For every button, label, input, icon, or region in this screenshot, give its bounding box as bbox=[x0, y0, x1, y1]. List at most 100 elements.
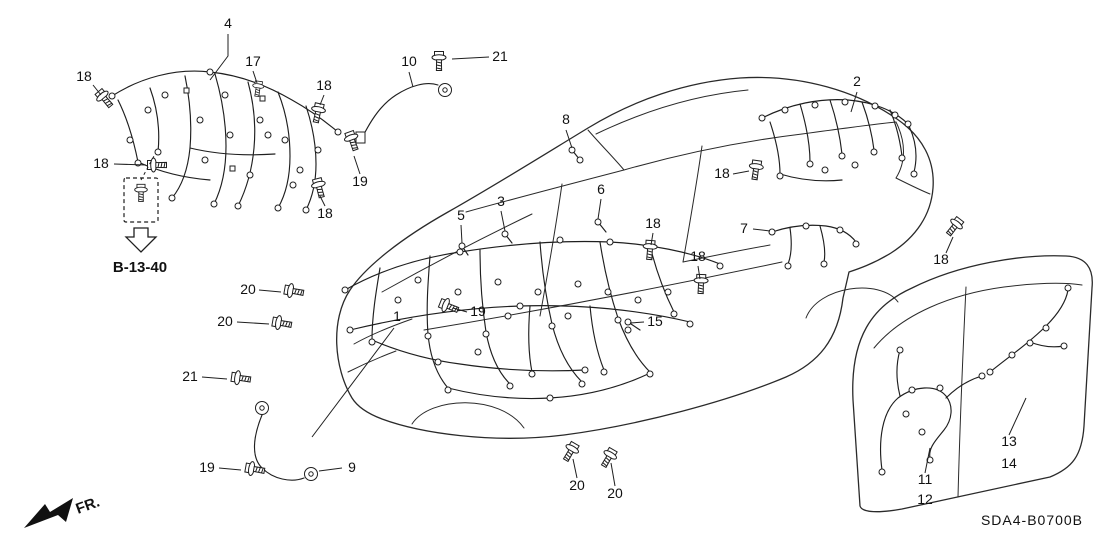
leader-line bbox=[311, 327, 395, 438]
leader-line bbox=[452, 307, 468, 313]
leader-line bbox=[318, 467, 343, 472]
callout-label-21: 21 bbox=[492, 48, 508, 64]
bolt-icon bbox=[243, 460, 267, 479]
bolt-icon bbox=[641, 239, 659, 261]
bolt-icon bbox=[282, 282, 306, 301]
leader-line bbox=[500, 210, 506, 232]
callout-label-20: 20 bbox=[607, 485, 623, 501]
leader-line bbox=[572, 458, 578, 479]
callout-label-18: 18 bbox=[645, 215, 661, 231]
leader-line bbox=[752, 228, 771, 232]
leader-line bbox=[353, 155, 361, 175]
leader-line bbox=[850, 91, 858, 113]
leader-line bbox=[1008, 397, 1027, 436]
leader-line bbox=[460, 224, 463, 244]
bolt-icon bbox=[230, 369, 252, 387]
leader-line bbox=[92, 84, 102, 96]
leader-line bbox=[319, 195, 326, 207]
leader-line bbox=[258, 289, 282, 293]
callout-label-6: 6 bbox=[597, 181, 605, 197]
callout-label-18: 18 bbox=[690, 248, 706, 264]
leader-line bbox=[597, 198, 602, 220]
callout-label-12: 12 bbox=[917, 491, 933, 507]
callout-label-9: 9 bbox=[348, 459, 356, 475]
leader-line bbox=[565, 129, 573, 149]
callout-label-18: 18 bbox=[93, 155, 109, 171]
bolt-icon bbox=[559, 439, 582, 465]
callout-label-5: 5 bbox=[457, 207, 465, 223]
ground-cable-9 bbox=[253, 401, 318, 481]
rear-harness bbox=[758, 98, 918, 182]
callout-label-19: 19 bbox=[352, 173, 368, 189]
callout-label-2: 2 bbox=[853, 73, 861, 89]
callout-label-20: 20 bbox=[240, 281, 256, 297]
leader-line bbox=[945, 236, 954, 254]
leader-line bbox=[113, 163, 147, 166]
door-harness-11-12 bbox=[878, 346, 986, 476]
down-arrow-icon bbox=[124, 227, 158, 253]
leader-line bbox=[236, 321, 270, 325]
ref-dashed-box bbox=[123, 177, 159, 223]
ref-block: B-13-40 bbox=[113, 155, 167, 276]
leader-line bbox=[451, 56, 490, 60]
rear-harness-connectors bbox=[758, 98, 918, 180]
floor-harness-connectors bbox=[341, 146, 724, 402]
branch-harness-7 bbox=[768, 222, 860, 270]
callout-label-19: 19 bbox=[470, 303, 486, 319]
bolt-icon bbox=[134, 183, 148, 202]
ground-cable-10 bbox=[355, 83, 452, 144]
rear-panel-outline bbox=[852, 255, 1093, 513]
callout-label-3: 3 bbox=[497, 193, 505, 209]
bolt-icon bbox=[597, 445, 620, 471]
leader-line bbox=[732, 170, 750, 175]
callout-label-18: 18 bbox=[714, 165, 730, 181]
callout-label-17: 17 bbox=[245, 53, 261, 69]
leader-line bbox=[201, 376, 228, 380]
leader-line bbox=[924, 447, 931, 474]
screw-icon bbox=[250, 80, 265, 98]
leader-line bbox=[209, 34, 229, 81]
door-harness-13-14 bbox=[986, 284, 1072, 376]
bolt-icon bbox=[747, 159, 765, 181]
callout-label-11: 11 bbox=[918, 471, 933, 487]
callout-label-10: 10 bbox=[401, 53, 417, 69]
bolt-icon bbox=[309, 176, 329, 200]
drawing-code: SDA4-B0700B bbox=[981, 512, 1083, 528]
leader-line bbox=[697, 265, 701, 280]
callout-label-20: 20 bbox=[569, 477, 585, 493]
callout-label-20: 20 bbox=[217, 313, 233, 329]
ref-block-label: B-13-40 bbox=[113, 259, 167, 276]
callout-label-4: 4 bbox=[224, 15, 232, 31]
fr-arrow-icon bbox=[24, 498, 73, 528]
callout-label-15: 15 bbox=[647, 313, 663, 329]
car-body-outline bbox=[336, 76, 934, 439]
leader-line bbox=[610, 462, 616, 487]
callout-label-8: 8 bbox=[562, 111, 570, 127]
fr-direction: FR. bbox=[24, 494, 102, 528]
callout-label-14: 14 bbox=[1001, 455, 1017, 471]
leader-line bbox=[650, 232, 654, 246]
callout-label-19: 19 bbox=[199, 459, 215, 475]
bolt-icon bbox=[270, 314, 294, 333]
fr-label: FR. bbox=[74, 494, 103, 518]
leader-line bbox=[408, 71, 414, 88]
leader-line bbox=[629, 321, 645, 324]
callout-label-18: 18 bbox=[76, 68, 92, 84]
bolt-icon bbox=[942, 214, 967, 240]
callout-label-7: 7 bbox=[740, 220, 748, 236]
dash-harness-connectors bbox=[108, 68, 342, 214]
leader-line bbox=[218, 467, 242, 471]
bolt-icon bbox=[431, 51, 447, 71]
bolt-icon bbox=[693, 273, 709, 295]
leader-line bbox=[319, 94, 325, 106]
callout-label-18: 18 bbox=[317, 205, 333, 221]
callout-layer: 4 17 18 10 21 18 2 8 18 19 18 6 3 5 18 18 7 18 18 20 19 20 15 1… bbox=[76, 15, 1027, 507]
leader-line bbox=[252, 70, 258, 84]
floor-harness bbox=[341, 146, 724, 402]
callout-label-13: 13 bbox=[1001, 433, 1017, 449]
callout-label-21: 21 bbox=[182, 368, 198, 384]
callout-label-18: 18 bbox=[933, 251, 949, 267]
callout-label-18: 18 bbox=[316, 77, 332, 93]
